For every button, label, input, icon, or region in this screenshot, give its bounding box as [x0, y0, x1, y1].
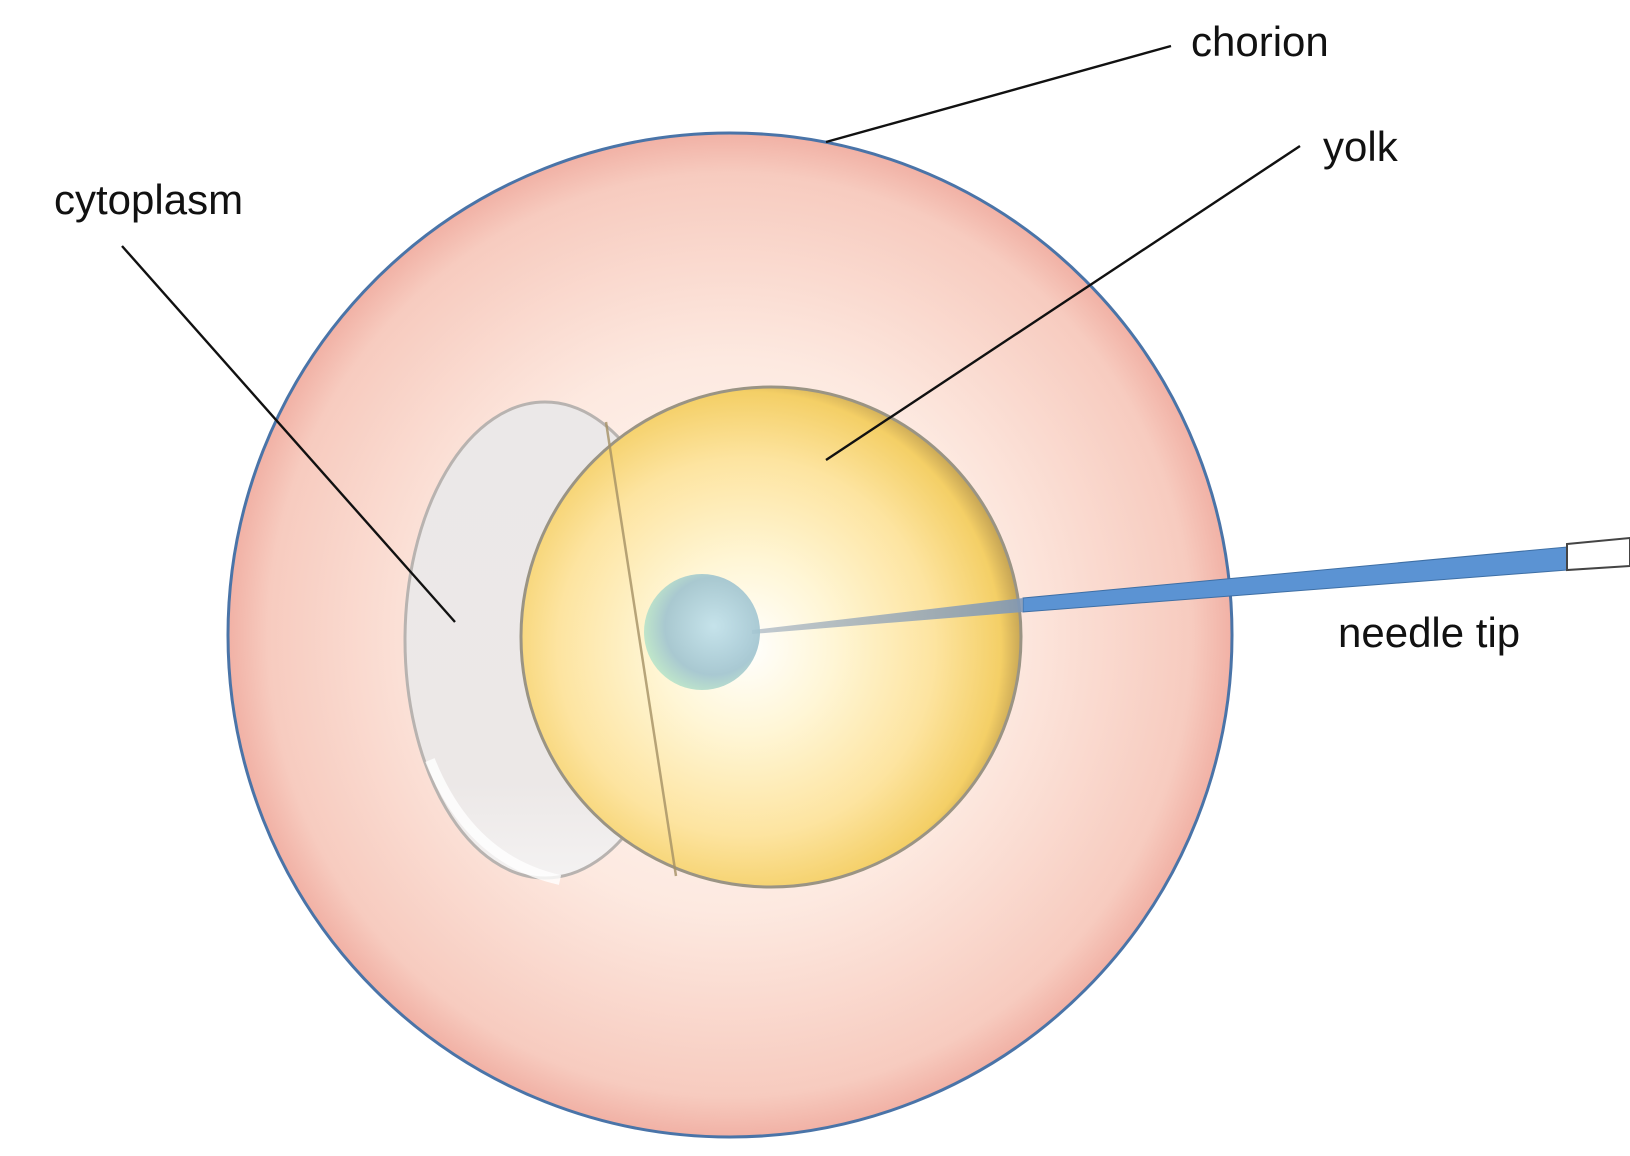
- cytoplasm-label: cytoplasm: [54, 176, 243, 223]
- yolk-shape: [519, 385, 1023, 889]
- chorion-leader-line: [825, 44, 1172, 144]
- yolk-leader-line: [825, 144, 1301, 462]
- nucleus-shape: [644, 574, 760, 690]
- cytoplasm-highlight: [425, 758, 562, 885]
- needle-inner-segment: [752, 598, 1023, 634]
- cytoplasm-boundary-line: [604, 421, 678, 877]
- needle-end: [1566, 536, 1630, 572]
- needle-tip-label: needle tip: [1338, 609, 1520, 656]
- chorion-label: chorion: [1191, 18, 1329, 65]
- yolk-label: yolk: [1323, 123, 1399, 170]
- cytoplasm-leader-line: [121, 245, 456, 623]
